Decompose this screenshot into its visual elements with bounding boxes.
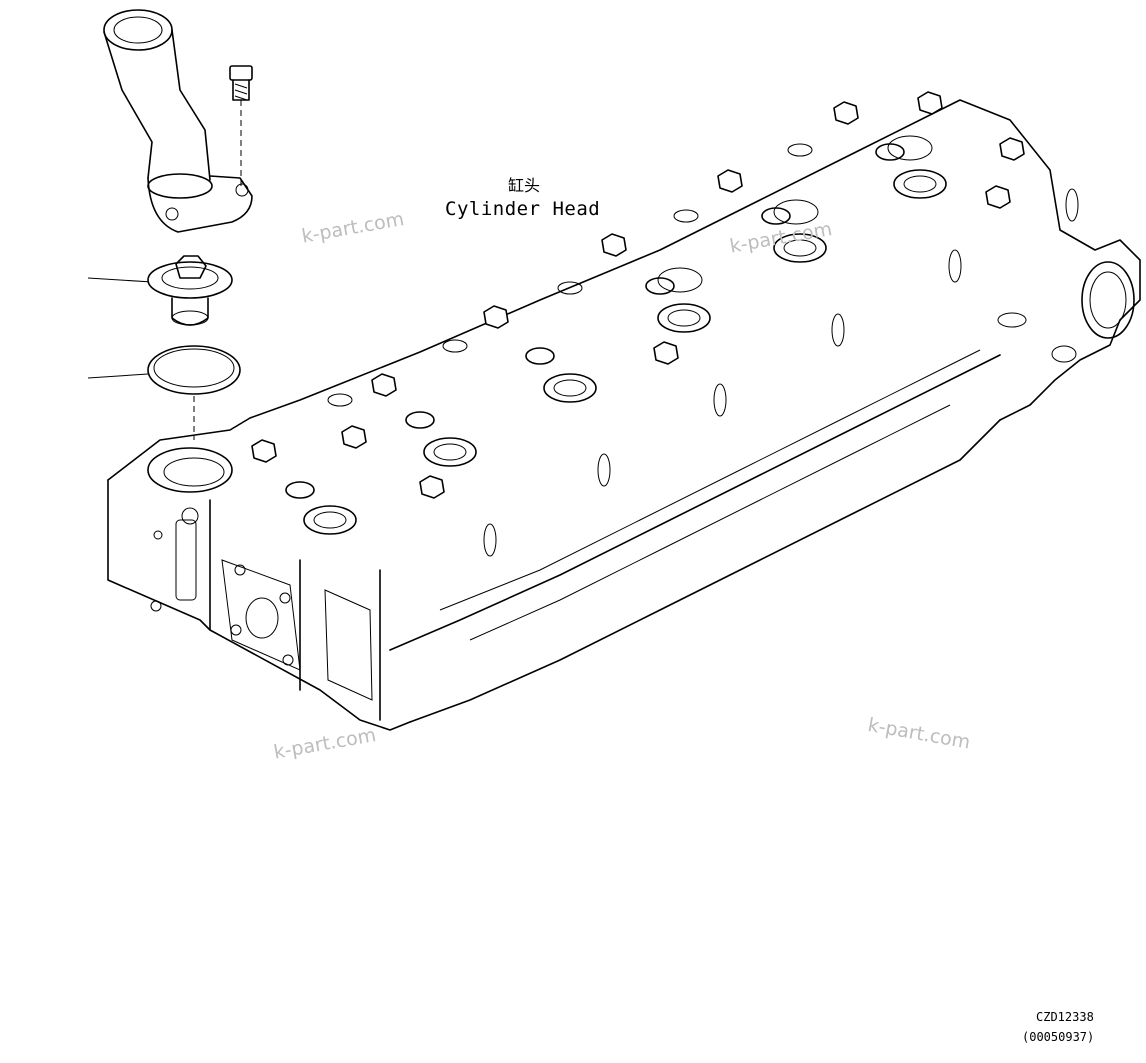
bolt-bosses [327, 143, 1077, 407]
water-outlet-elbow[interactable] [103, 9, 253, 233]
bolt[interactable] [229, 65, 253, 190]
head-bolts [251, 91, 1025, 499]
part-label-cylinder-head: Cylinder Head [445, 198, 601, 220]
part-label-chinese: 缸头 [508, 176, 541, 195]
figure-reference: (00050937) [1022, 1030, 1095, 1044]
gasket-ring[interactable] [87, 345, 241, 440]
valve-ports [285, 135, 947, 535]
figure-code: CZD12338 [1036, 1010, 1094, 1024]
cylinder-head[interactable] [107, 91, 1141, 731]
thermostat[interactable] [87, 255, 233, 326]
